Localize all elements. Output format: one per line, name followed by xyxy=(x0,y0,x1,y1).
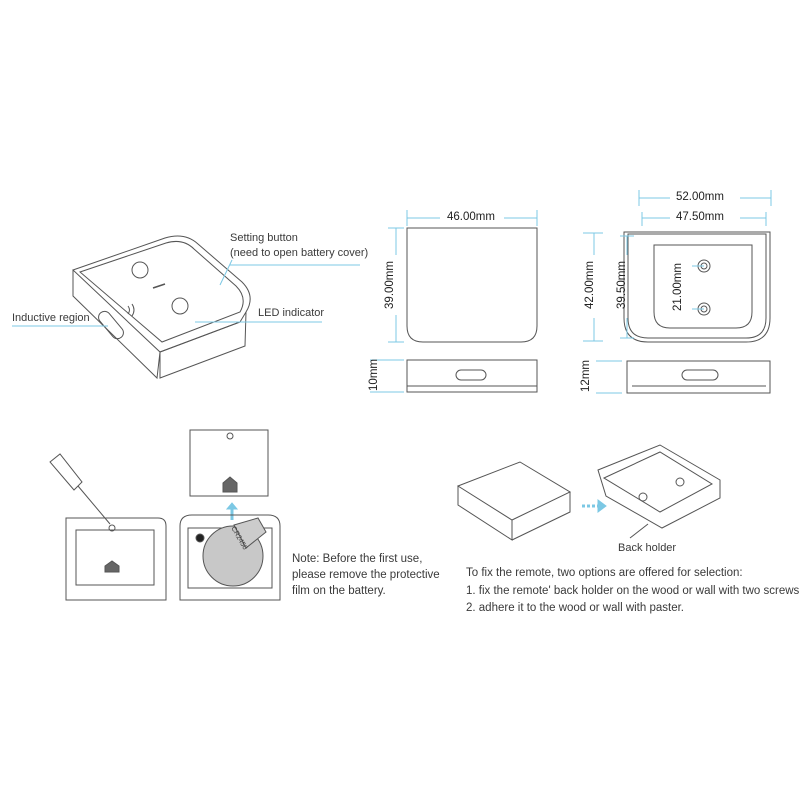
holder-outer-width-dim: 52.00mm xyxy=(676,191,724,203)
led-indicator-label: LED indicator xyxy=(258,307,325,319)
mounting-option-1: 1. fix the remote' back holder on the wo… xyxy=(466,584,800,597)
back-holder-label: Back holder xyxy=(618,542,677,554)
remote-isometric xyxy=(12,235,360,380)
led-indicator xyxy=(152,283,166,289)
note-text: Note: Before the first use, please remov… xyxy=(292,551,440,599)
mounting-option-2: 2. adhere it to the wood or wall with pa… xyxy=(466,602,684,614)
mounting-intro: To fix the remote, two options are offer… xyxy=(466,567,743,579)
setting-button-label: Setting button xyxy=(230,232,298,244)
remote-width-dim: 46.00mm xyxy=(447,211,495,223)
inductive-region-label: Inductive region xyxy=(12,312,90,324)
button-icon-top xyxy=(131,261,149,279)
note-line: Note: Before the first use, xyxy=(292,553,423,565)
remote-height-dim: 39.00mm xyxy=(383,261,396,309)
holder-top-view xyxy=(583,190,772,394)
battery-step xyxy=(179,429,281,601)
remote-thickness-dim: 10mm xyxy=(367,359,380,391)
button-icon-bottom xyxy=(171,297,189,315)
holder-outer-height-dim: 42.00mm xyxy=(583,261,596,309)
setting-button-note: (need to open battery cover) xyxy=(230,247,369,259)
holder-inner-width-dim: 47.50mm xyxy=(676,211,724,223)
mounting-step xyxy=(456,444,721,541)
mounting-instructions: To fix the remote, two options are offer… xyxy=(466,565,799,618)
inductive-icon xyxy=(127,303,135,317)
holder-thickness-dim: 12mm xyxy=(579,360,592,392)
remote-top-view xyxy=(370,210,538,393)
hole-spacing-dim: 21.00mm xyxy=(671,263,684,311)
note-line: please remove the protective xyxy=(292,569,440,581)
screwdriver-step xyxy=(49,453,167,601)
holder-inner-height-dim: 39.50mm xyxy=(615,261,628,309)
note-line: film on the battery. xyxy=(292,585,386,597)
